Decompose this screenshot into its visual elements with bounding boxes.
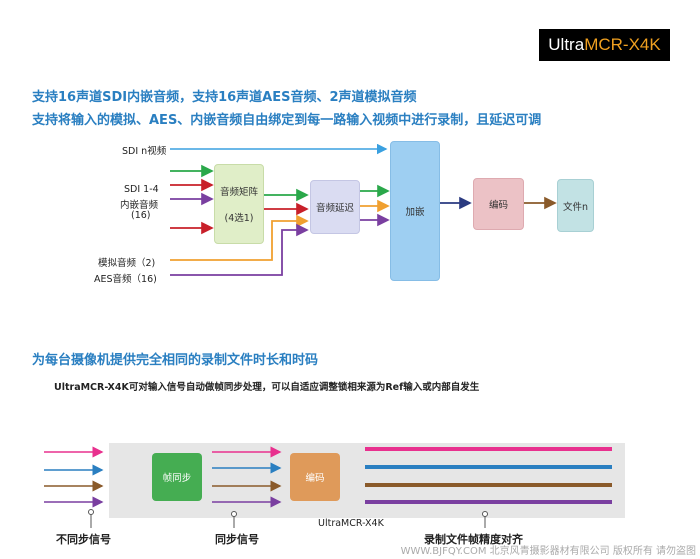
- device-label: UltraMCR-X4K: [318, 518, 384, 529]
- sdi-video-label: SDI n视频: [122, 146, 167, 157]
- sdi-audio-label-2: 内嵌音频: [120, 200, 159, 211]
- watermark: WWW.BJFQY.COM 北京风青摄影器材有限公司 版权所有 请勿盗图: [400, 546, 696, 557]
- sync-heading: 为每台摄像机提供完全相同的录制文件时长和时码: [32, 353, 319, 368]
- audio-matrix-block: 音频矩阵 (4选1): [214, 164, 264, 244]
- audio-delay-block: 音频延迟: [310, 180, 360, 234]
- analog-audio-label: 模拟音频（2): [98, 258, 156, 269]
- sync-description: UltraMCR-X4K可对输入信号自动做帧同步处理，可以自适应调整锁相来源为R…: [54, 382, 480, 393]
- async-signal-label: 不同步信号: [56, 533, 111, 546]
- file-block: 文件n: [557, 179, 594, 232]
- frame-sync-block: 帧同步: [152, 453, 202, 501]
- aes-audio-label: AES音频（16): [94, 274, 157, 285]
- encode-block: 编码: [473, 178, 524, 230]
- sdi-audio-label-1: SDI 1-4: [124, 184, 159, 195]
- product-logo: UltraMCR-X4K: [539, 29, 670, 61]
- feature-heading-1: 支持16声道SDI内嵌音频，支持16声道AES音频、2声道模拟音频: [32, 90, 417, 105]
- embed-block: 加嵌: [390, 141, 440, 281]
- encode-block-2: 编码: [290, 453, 340, 501]
- audio-matrix-sub-label: (4选1): [224, 213, 254, 224]
- audio-matrix-label: 音频矩阵: [219, 187, 258, 198]
- aligned-files-label: 录制文件帧精度对齐: [424, 533, 523, 546]
- sdi-audio-label-3: (16): [131, 210, 151, 221]
- sync-signal-label: 同步信号: [215, 533, 259, 546]
- feature-heading-2: 支持将输入的模拟、AES、内嵌音频自由绑定到每一路输入视频中进行录制，且延迟可调: [32, 113, 542, 128]
